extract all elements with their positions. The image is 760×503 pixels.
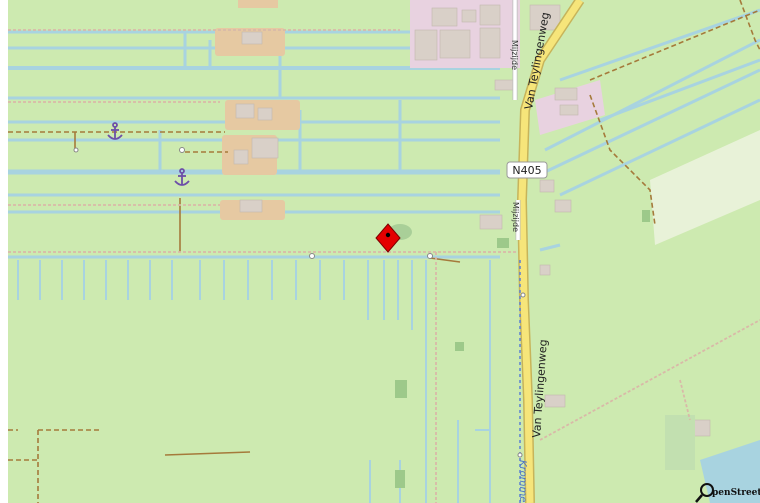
route-shield: N405 bbox=[506, 161, 548, 179]
anchor-icon[interactable] bbox=[174, 168, 190, 186]
main-road bbox=[516, 0, 585, 503]
meadow-area bbox=[650, 130, 760, 245]
canals bbox=[8, 8, 760, 259]
anchor-icon[interactable] bbox=[107, 122, 123, 140]
route-shield-label: N405 bbox=[512, 164, 541, 177]
park-area bbox=[665, 415, 695, 470]
side-street bbox=[512, 0, 521, 503]
pond bbox=[700, 440, 760, 503]
street-label-top: Mijzijde bbox=[510, 40, 519, 70]
location-marker-icon[interactable] bbox=[375, 223, 401, 253]
field-ditches bbox=[17, 260, 491, 503]
street-label-middle: Mijzijde bbox=[511, 202, 520, 232]
path-nodes bbox=[73, 147, 526, 458]
map-edge bbox=[0, 0, 8, 503]
water-label: Kromme bbox=[517, 460, 528, 502]
tracks bbox=[8, 0, 760, 503]
attribution-text: penStreetMap bbox=[712, 488, 760, 498]
osm-attribution[interactable]: penStreetMap bbox=[695, 483, 760, 503]
footpaths bbox=[8, 29, 760, 503]
